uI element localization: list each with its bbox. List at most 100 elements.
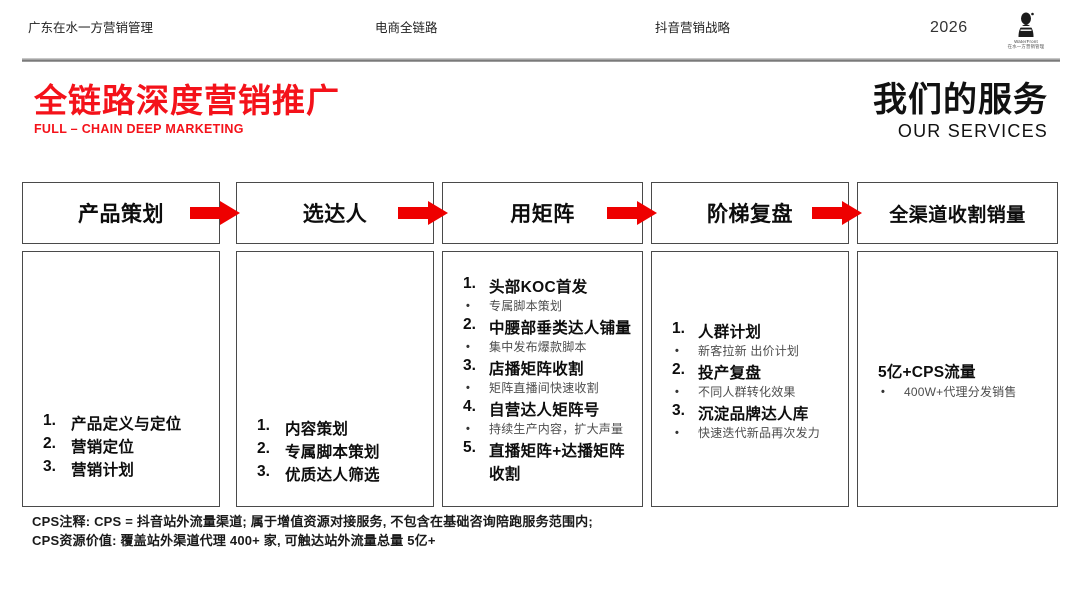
list-text: 中腰部垂类达人铺量 <box>489 320 632 337</box>
arrow-right-icon <box>190 201 240 225</box>
list-text: 专属脚本策划 <box>489 299 563 313</box>
step-header-label-5: 全渠道收割销量 <box>889 204 1026 226</box>
logo-wordmark-line2: 在水一方营销管理 <box>1007 44 1045 50</box>
arrow-right-icon <box>607 201 657 225</box>
step-header-label-2: 选达人 <box>302 203 368 226</box>
list-marker: 3. <box>463 357 476 374</box>
flow-arrow-1 <box>190 201 240 225</box>
list-text: 直播矩阵+达播矩阵 <box>489 443 625 460</box>
step-body-box-3[interactable]: 1. 头部KOC首发 • 专属脚本策划 2. 中腰部垂类达人铺量 • <box>442 251 643 507</box>
list-item: 3. 优质达人筛选 <box>257 463 415 485</box>
footnotes: CPS注释: CPS = 抖音站外流量渠道; 属于增值资源对接服务, 不包含在基… <box>32 512 593 550</box>
bullet-marker: • <box>675 345 679 357</box>
logo-mark-icon <box>1018 12 1034 37</box>
bullet-marker: • <box>466 423 470 435</box>
flow-arrow-2 <box>398 201 448 225</box>
list-marker: 1. <box>672 320 685 337</box>
list-item: • 矩阵直播间快速收割 <box>463 380 624 397</box>
list-marker: 2. <box>463 316 476 333</box>
list-text: 优质达人筛选 <box>285 467 380 484</box>
list-item: • 不同人群转化效果 <box>672 384 830 401</box>
list-item: 3. 沉淀品牌达人库 <box>672 402 830 424</box>
list-text: 店播矩阵收割 <box>489 361 584 378</box>
flow-arrow-3 <box>607 201 657 225</box>
header-org-name: 广东在水一方营销管理 <box>28 21 154 35</box>
step-list-4: 1. 人群计划 • 新客拉新 出价计划 2. 投产复盘 • <box>672 320 830 443</box>
step-header-box-1[interactable]: 产品策划 <box>22 182 220 244</box>
list-text: 新客拉新 出价计划 <box>698 344 800 358</box>
list-item: • 持续生产内容，扩大声量 <box>463 421 624 438</box>
list-item: • 快速迭代新品再次发力 <box>672 425 830 442</box>
step-header-box-5[interactable]: 全渠道收割销量 <box>857 182 1058 244</box>
list-marker: 2. <box>257 440 270 457</box>
arrow-right-icon <box>812 201 862 225</box>
list-text: 400W+代理分发销售 <box>904 385 1017 399</box>
list-item: • 专属脚本策划 <box>463 298 624 315</box>
step-list-2: 1. 内容策划 2. 专属脚本策划 3. 优质达人筛选 <box>257 417 415 486</box>
list-item: 2. 中腰部垂类达人铺量 <box>463 316 631 338</box>
step-list-1: 1. 产品定义与定位 2. 营销定位 3. 营销计划 <box>43 412 201 481</box>
list-text: 矩阵直播间快速收割 <box>489 381 599 395</box>
bullet-marker: • <box>466 341 470 353</box>
list-marker: 3. <box>672 402 685 419</box>
list-text: 专属脚本策划 <box>285 444 380 461</box>
list-item: 2. 投产复盘 <box>672 361 830 383</box>
header-divider <box>22 58 1060 62</box>
top-header-bar: 广东在水一方营销管理 电商全链路 抖音营销战略 2026 WaterFront … <box>0 12 1080 49</box>
step-list-5: 5亿+CPS流量 • 400W+代理分发销售 <box>878 360 1039 402</box>
list-item: 2. 营销定位 <box>43 435 201 457</box>
list-text: 快速迭代新品再次发力 <box>698 426 821 440</box>
bullet-marker: • <box>675 386 679 398</box>
list-marker: 1. <box>463 275 476 292</box>
list-text: 自营达人矩阵号 <box>489 402 600 419</box>
step-list-3: 1. 头部KOC首发 • 专属脚本策划 2. 中腰部垂类达人铺量 • <box>463 275 631 484</box>
step-body-box-4[interactable]: 1. 人群计划 • 新客拉新 出价计划 2. 投产复盘 • <box>651 251 849 507</box>
list-text: 不同人群转化效果 <box>698 385 796 399</box>
list-item: • 集中发布爆款脚本 <box>463 339 624 356</box>
bullet-marker: • <box>466 382 470 394</box>
step-body-box-2[interactable]: 1. 内容策划 2. 专属脚本策划 3. 优质达人筛选 <box>236 251 434 507</box>
bullet-marker: • <box>675 427 679 439</box>
header-topic: 电商全链路 <box>375 21 438 35</box>
step-body-box-1[interactable]: 1. 产品定义与定位 2. 营销定位 3. 营销计划 <box>22 251 220 507</box>
step-header-label-3: 用矩阵 <box>510 203 575 226</box>
page-title-cn: 全链路深度营销推广 <box>34 82 340 119</box>
arrow-right-icon <box>398 201 448 225</box>
logo-wordmark: WaterFront 在水一方营销管理 <box>1008 39 1045 50</box>
list-marker: 1. <box>43 412 56 429</box>
step-header-label-4: 阶梯复盘 <box>707 203 793 226</box>
list-text: 投产复盘 <box>698 365 762 382</box>
page-title-left: 全链路深度营销推广 FULL – CHAIN DEEP MARKETING <box>34 82 340 136</box>
list-text: 集中发布爆款脚本 <box>489 340 587 354</box>
list-text: 人群计划 <box>698 324 762 341</box>
bullet-marker: • <box>466 300 470 312</box>
highlight-metric: 5亿+CPS流量 <box>878 364 976 381</box>
footnote-line-2: CPS资源价值: 覆盖站外渠道代理 400+ 家, 可触达站外流量总量 5亿+ <box>32 533 436 548</box>
list-item: 1. 头部KOC首发 <box>463 275 624 297</box>
bullet-marker: • <box>881 386 885 398</box>
section-title-en: OUR SERVICES <box>897 121 1048 141</box>
section-title-cn: 我们的服务 <box>873 81 1048 119</box>
step-body-row: 1. 产品定义与定位 2. 营销定位 3. 营销计划 <box>22 251 1058 507</box>
list-marker: 3. <box>43 458 56 475</box>
header-strategy: 抖音营销战略 <box>655 21 731 35</box>
process-grid: 产品策划 选达人 用矩阵 阶梯复盘 全渠道收割销量 <box>22 182 1058 507</box>
list-text: 头部KOC首发 <box>489 279 588 296</box>
list-marker: 5. <box>463 439 476 456</box>
list-item: 1. 人群计划 <box>672 320 830 342</box>
list-text: 营销定位 <box>71 439 135 456</box>
list-item: • 400W+代理分发销售 <box>878 384 1039 401</box>
step-body-box-5[interactable]: 5亿+CPS流量 • 400W+代理分发销售 <box>857 251 1058 507</box>
list-marker: 1. <box>257 417 270 434</box>
page-title-right: 我们的服务 OUR SERVICES <box>873 80 1048 142</box>
list-text: 持续生产内容，扩大声量 <box>489 422 624 436</box>
footnote-line-1: CPS注释: CPS = 抖音站外流量渠道; 属于增值资源对接服务, 不包含在基… <box>32 514 593 529</box>
flow-arrow-4 <box>812 201 862 225</box>
list-marker: 3. <box>257 463 270 480</box>
list-text: 产品定义与定位 <box>71 416 182 433</box>
step-header-label-1: 产品策划 <box>78 203 164 226</box>
company-logo: WaterFront 在水一方营销管理 <box>1000 12 1052 54</box>
list-text: 内容策划 <box>285 421 349 438</box>
list-item: 2. 专属脚本策划 <box>257 440 415 462</box>
list-item: 3. 店播矩阵收割 <box>463 357 624 379</box>
